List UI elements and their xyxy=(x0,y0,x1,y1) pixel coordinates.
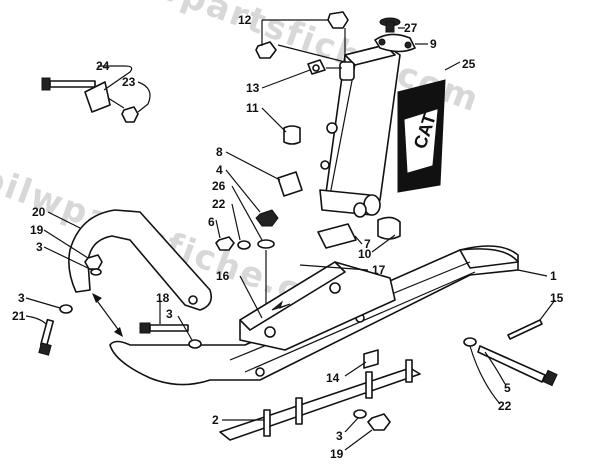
bushing-10 xyxy=(377,216,401,240)
bolt-24 xyxy=(41,77,96,91)
bushing-7 xyxy=(317,223,357,249)
bolt-18 xyxy=(139,322,189,334)
callout-24: 24 xyxy=(96,59,110,73)
callout-15: 15 xyxy=(550,291,564,305)
callout-2: 2 xyxy=(212,413,219,427)
callout-19-upper: 19 xyxy=(30,223,44,237)
washer-3c xyxy=(188,339,202,349)
wear-bar xyxy=(219,359,421,441)
callout-14: 14 xyxy=(326,371,340,385)
callout-19-lower: 19 xyxy=(330,447,344,461)
callout-5: 5 xyxy=(504,381,511,395)
bushing-8 xyxy=(277,171,303,197)
through-bolt-5 xyxy=(477,345,558,387)
callout-23: 23 xyxy=(122,75,136,89)
callout-18: 18 xyxy=(156,291,170,305)
nut-4 xyxy=(255,209,279,227)
callout-3-left: 3 xyxy=(18,291,25,305)
leader-lines xyxy=(25,27,556,451)
callout-16: 16 xyxy=(216,269,230,283)
nut-6 xyxy=(215,236,235,251)
callout-11: 11 xyxy=(246,101,259,115)
cotter-pin-15 xyxy=(507,319,543,340)
spindle-housing xyxy=(319,44,401,218)
callout-3-mid: 3 xyxy=(166,307,173,321)
washer-3a xyxy=(90,268,102,276)
callout-22-lower: 22 xyxy=(498,399,512,413)
callout-17: 17 xyxy=(372,263,386,277)
nut-12a xyxy=(327,11,349,29)
callout-20: 20 xyxy=(32,205,46,219)
washer-26 xyxy=(257,239,275,249)
bushing-11 xyxy=(283,125,301,145)
washer-22 xyxy=(237,240,251,250)
callout-labels: 12 27 9 25 24 23 13 11 8 4 26 22 6 20 19… xyxy=(12,13,564,461)
nut-19b xyxy=(367,413,391,431)
callout-6: 6 xyxy=(208,215,215,229)
washer-3b xyxy=(59,304,73,314)
callout-7: 7 xyxy=(364,237,371,251)
nut-12b xyxy=(255,41,277,59)
callout-4: 4 xyxy=(216,163,223,177)
callout-13: 13 xyxy=(246,81,260,95)
ski-loop xyxy=(68,209,213,311)
callout-1: 1 xyxy=(550,269,557,283)
steering-cap xyxy=(374,17,416,53)
callout-12: 12 xyxy=(238,13,252,27)
callout-26: 26 xyxy=(212,179,226,193)
callout-27: 27 xyxy=(404,21,418,35)
assembly-arrow xyxy=(92,293,123,337)
callout-9: 9 xyxy=(430,37,437,51)
grease-fitting xyxy=(307,59,326,75)
nut-23 xyxy=(121,106,139,123)
callout-22-upper: 22 xyxy=(212,197,226,211)
callout-21: 21 xyxy=(12,309,26,323)
washer-22b xyxy=(463,337,477,347)
decal: CAT xyxy=(397,79,446,193)
ski-saddle xyxy=(239,261,396,351)
callout-10: 10 xyxy=(358,247,372,261)
spacer-14 xyxy=(363,349,379,369)
callout-25: 25 xyxy=(462,57,476,71)
callout-3-upper: 3 xyxy=(36,240,43,254)
callout-3-lower: 3 xyxy=(336,429,343,443)
callout-8: 8 xyxy=(216,145,223,159)
washer-3d xyxy=(353,409,367,419)
bolt-21 xyxy=(38,318,55,356)
